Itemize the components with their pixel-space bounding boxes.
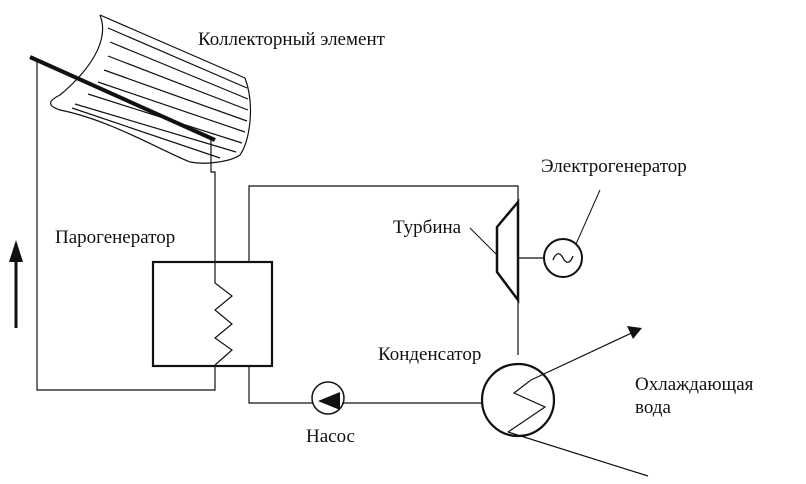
secondary-loop — [248, 185, 519, 404]
absorber-tube — [29, 55, 216, 142]
electric-generator — [543, 238, 583, 278]
cooling-water-label-line1: Охлаждающая — [635, 374, 754, 395]
collector-label: Коллекторный элемент — [198, 29, 386, 50]
pump — [311, 381, 345, 415]
primary-loop — [36, 60, 216, 391]
condenser — [480, 362, 556, 438]
generator-label-leader — [575, 189, 601, 245]
condenser-label: Конденсатор — [378, 344, 481, 365]
steam-generator-label: Парогенератор — [55, 227, 175, 248]
turbine — [495, 198, 520, 304]
steam-generator-box — [151, 260, 274, 368]
collector-trough — [50, 14, 252, 164]
cooling-water-label-line2: вода — [635, 397, 671, 418]
flow-arrow-up — [9, 240, 23, 328]
pump-label: Насос — [306, 426, 355, 447]
turbine-label: Турбина — [393, 217, 462, 238]
steam-generator-coil — [214, 268, 233, 366]
electric-generator-label: Электрогенератор — [541, 156, 687, 177]
turbine-label-leader — [469, 227, 498, 256]
cooling-water-lines — [507, 326, 649, 477]
